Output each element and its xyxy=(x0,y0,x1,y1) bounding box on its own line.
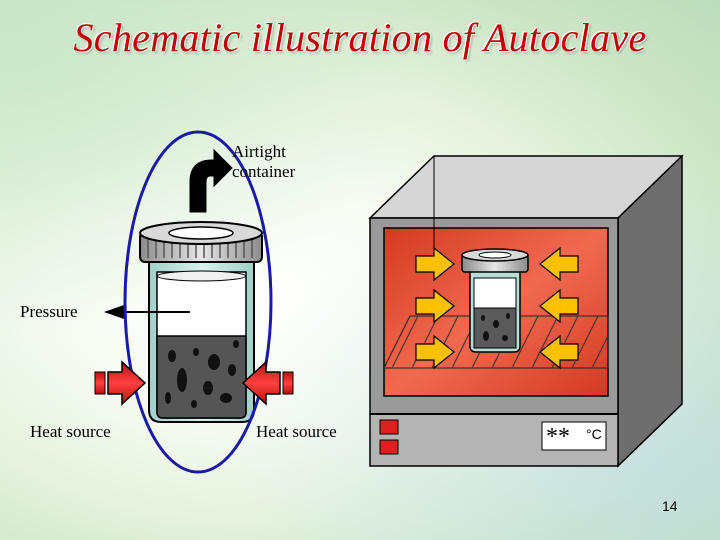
heat-arrow-right xyxy=(241,360,294,406)
heat-source-right-label: Heat source xyxy=(256,422,337,441)
airtight-curved-arrow xyxy=(189,148,233,213)
yellow-arrow-left-1 xyxy=(415,246,455,282)
oven-temperature-unit: °C xyxy=(586,426,602,442)
heat-source-left-label: Heat source xyxy=(30,422,111,441)
yellow-arrow-left-2 xyxy=(415,288,455,324)
yellow-arrow-left-3 xyxy=(415,334,455,370)
airtight-label-line2: container xyxy=(232,162,296,181)
oven-button-top xyxy=(379,419,399,435)
yellow-arrow-right-2 xyxy=(539,288,579,324)
airtight-label-line1: Airtight xyxy=(232,142,286,161)
oven-temp-display xyxy=(541,421,607,451)
container-outline-ellipse xyxy=(123,130,273,474)
oven xyxy=(368,154,684,468)
pressure-label: Pressure xyxy=(20,302,78,321)
yellow-arrow-right-3 xyxy=(539,334,579,370)
sample-liquid xyxy=(156,335,247,419)
airtight-container xyxy=(94,130,294,474)
slide-title: Schematic illustration of Autoclave xyxy=(73,15,647,60)
oven-button-bottom xyxy=(379,439,399,455)
heat-arrow-left xyxy=(94,360,147,406)
oven-small-jar xyxy=(461,248,529,353)
page-number: 14 xyxy=(662,498,678,514)
oven-shelf xyxy=(383,315,609,369)
inner-heat-arrows xyxy=(415,246,579,370)
oven-temperature-value: ** xyxy=(546,424,570,450)
sample-particles xyxy=(165,340,239,408)
yellow-arrow-right-1 xyxy=(539,246,579,282)
